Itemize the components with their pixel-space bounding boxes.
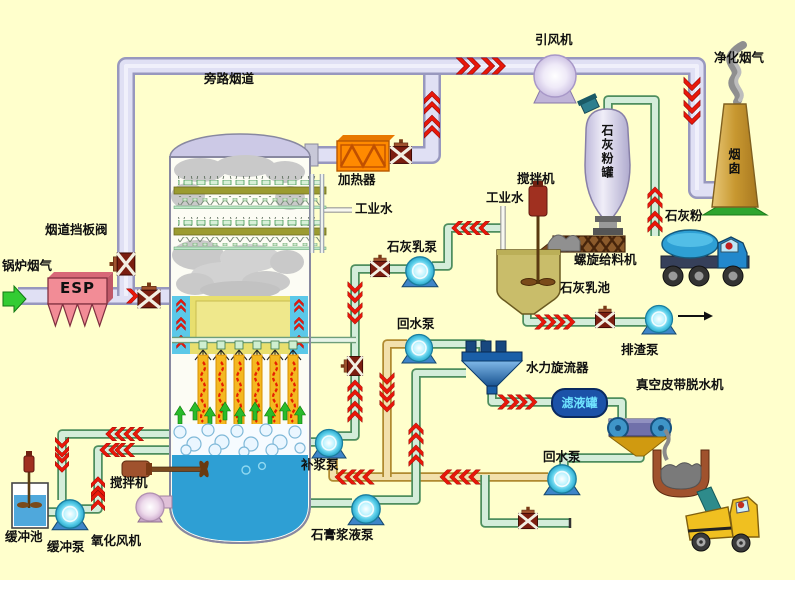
label-gypsum-slurry-pump: 石膏浆液泵 <box>311 527 374 542</box>
lime-tanker-truck <box>660 229 750 287</box>
label-screw-feeder: 螺旋给料机 <box>574 252 637 267</box>
filtrate-tank <box>551 388 608 418</box>
buffer-pool-tank <box>11 451 49 529</box>
label-clean-flue-gas: 净化烟气 <box>714 50 765 65</box>
slag-discharge-arrow <box>678 311 713 321</box>
tower-agitator <box>121 460 209 478</box>
label-makeup-slurry-pump: 补浆泵 <box>301 457 339 472</box>
eliminator-frame <box>309 174 325 253</box>
label-vacuum-belt-dewaterer: 真空皮带脱水机 <box>636 377 724 392</box>
dump-truck <box>685 496 760 553</box>
label-lime-powder-tank: 石灰粉罐 <box>600 124 614 180</box>
return-water-pipes <box>328 339 548 482</box>
label-hydrocyclone: 水力旋流器 <box>526 360 589 375</box>
label-chimney: 烟囱 <box>727 148 741 176</box>
label-heater: 加热器 <box>338 172 376 187</box>
industrial-water-stubs <box>322 206 506 250</box>
label-filtrate-tank: 滤液罐 <box>561 396 598 410</box>
label-lime-agitator: 搅拌机 <box>517 171 555 186</box>
label-oxidation-fan: 氧化风机 <box>91 533 142 548</box>
label-return-water-pump-upper: 回水泵 <box>397 316 435 331</box>
label-id-fan: 引风机 <box>535 32 573 47</box>
lime-powder-silo <box>577 93 631 235</box>
bottom-margin <box>0 580 795 599</box>
chimney-unit <box>701 41 769 216</box>
label-return-water-pump-lower: 回水泵 <box>543 449 581 464</box>
label-lime-milk-pool: 石灰乳池 <box>560 280 611 295</box>
vacuum-belt-dewaterer <box>607 417 672 461</box>
lime-pool-agitator <box>520 181 556 286</box>
label-lime-powder: 石灰粉 <box>665 208 703 223</box>
label-industrial-water-top: 工业水 <box>355 201 393 216</box>
heater-unit <box>336 135 395 172</box>
chimney-stack <box>711 103 759 208</box>
screw-feeder <box>538 234 626 273</box>
oxidation-fan <box>135 492 173 523</box>
label-industrial-water-lime: 工业水 <box>486 190 524 205</box>
silo-inlet-hatch <box>577 93 600 115</box>
label-bypass-flue: 旁路烟道 <box>204 71 255 86</box>
label-esp: ESP <box>59 279 96 297</box>
label-slag-discharge-pump: 排渣泵 <box>621 342 659 357</box>
gypsum-cake-drop <box>662 428 671 461</box>
label-buffer-pool: 缓冲池 <box>5 529 43 544</box>
id-fan <box>533 54 577 104</box>
spray-internals <box>169 157 311 545</box>
lime-powder-pile <box>547 234 581 252</box>
esp-unit <box>2 272 113 328</box>
foam-bubbles <box>173 423 306 458</box>
mist-eliminators <box>173 176 327 250</box>
label-boiler-flue-gas: 锅炉烟气 <box>2 258 53 273</box>
label-flue-damper-valve: 烟道挡板阀 <box>45 222 108 237</box>
label-buffer-pump: 缓冲泵 <box>47 539 85 554</box>
gas-inlet-arrow-icon <box>2 284 27 314</box>
smoke <box>726 41 747 106</box>
gypsum-bowl <box>652 449 725 521</box>
hydrocyclone-unit <box>460 340 524 395</box>
label-lime-milk-pump: 石灰乳泵 <box>387 239 438 254</box>
label-tower-agitator: 搅拌机 <box>110 475 148 490</box>
